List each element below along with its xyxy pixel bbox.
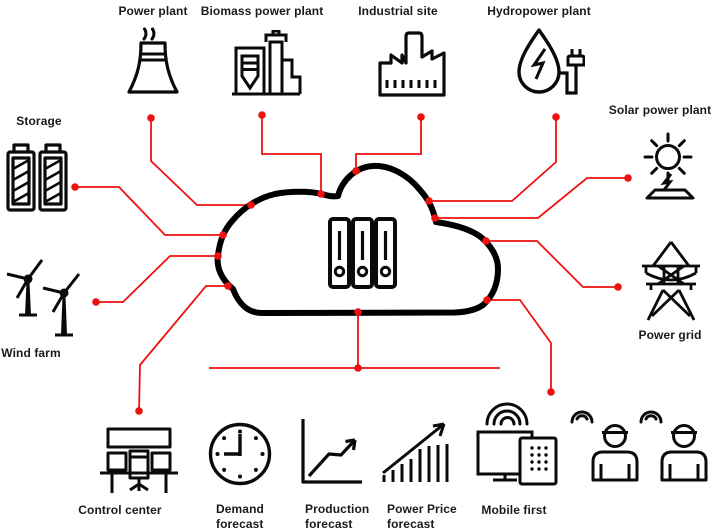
connector-industrial bbox=[355, 117, 422, 171]
label-wind: Wind farm bbox=[1, 346, 61, 360]
label-industrial: Industrial site bbox=[358, 4, 438, 18]
connector-solar bbox=[435, 177, 628, 219]
label-mobile: Mobile first bbox=[481, 503, 547, 517]
label-grid: Power grid bbox=[638, 328, 702, 342]
connector-wind bbox=[96, 255, 218, 303]
label-demand: Demand forecast bbox=[216, 502, 264, 531]
connector-lines bbox=[75, 115, 628, 412]
wind-turbines-icon bbox=[6, 259, 81, 337]
label-biomass: Biomass power plant bbox=[200, 4, 324, 18]
control-desk-icon bbox=[100, 427, 178, 493]
label-storage: Storage bbox=[16, 114, 62, 128]
devices-wifi-icon bbox=[476, 402, 558, 486]
connector-storage bbox=[75, 186, 223, 236]
connector-power-plant bbox=[150, 118, 251, 206]
connector-hydro bbox=[429, 117, 557, 202]
transmission-tower-icon bbox=[642, 241, 700, 321]
label-hydro: Hydropower plant bbox=[487, 4, 591, 18]
label-solar: Solar power plant bbox=[608, 103, 712, 117]
biomass-plant-icon bbox=[232, 30, 302, 96]
bar-chart-arrow-icon bbox=[382, 422, 449, 482]
connector-biomass bbox=[261, 115, 322, 194]
clock-icon bbox=[208, 422, 272, 486]
connector-control bbox=[138, 285, 228, 412]
batteries-icon bbox=[6, 143, 68, 212]
label-production: Production forecast bbox=[305, 502, 370, 531]
line-chart-arrow-icon bbox=[301, 419, 362, 484]
label-control: Control center bbox=[78, 503, 162, 517]
connector-grid bbox=[486, 240, 618, 288]
water-drop-plug-icon bbox=[517, 28, 585, 95]
connector-mobile bbox=[487, 299, 552, 392]
field-workers-icon bbox=[570, 410, 708, 482]
sun-panel-icon bbox=[643, 132, 695, 200]
factory-icon bbox=[378, 31, 446, 97]
label-power-plant: Power plant bbox=[118, 4, 188, 18]
server-binders-icon bbox=[328, 217, 397, 289]
label-price: Power Price forecast bbox=[387, 502, 457, 531]
cooling-tower-icon bbox=[127, 27, 179, 94]
connector-dots bbox=[71, 111, 632, 415]
